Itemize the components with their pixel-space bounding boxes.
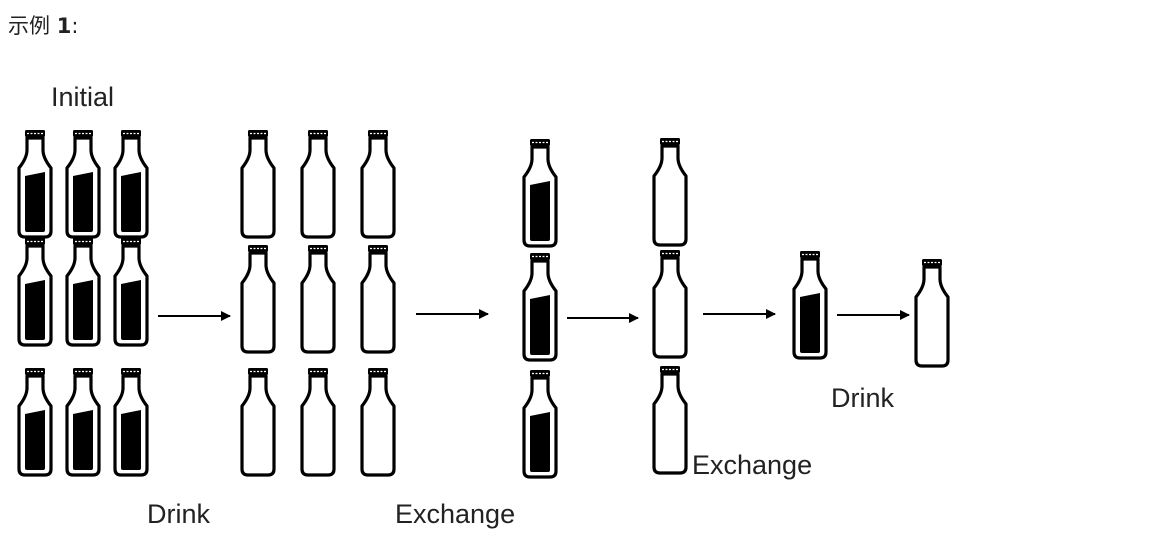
full-milk-bottle-icon: [113, 238, 149, 347]
empty-milk-bottle-icon: [240, 368, 276, 477]
empty-milk-bottle-icon: [300, 130, 336, 239]
example-heading-suffix: :: [71, 14, 79, 38]
empty-milk-bottle-icon: [300, 368, 336, 477]
empty-milk-bottle-icon: [360, 368, 396, 477]
example-heading: 示例 1:: [8, 10, 78, 40]
label-drink-2: Drink: [831, 383, 895, 413]
empty-milk-bottle-icon: [652, 250, 688, 359]
empty-milk-bottle-icon: [240, 130, 276, 239]
full-milk-bottle-icon: [113, 130, 149, 239]
full-milk-bottle-icon: [522, 370, 558, 479]
full-milk-bottle-icon: [522, 253, 558, 362]
full-milk-bottle-icon: [65, 130, 101, 239]
empty-milk-bottle-icon: [914, 259, 950, 368]
empty-milk-bottle-icon: [300, 245, 336, 354]
empty-milk-bottle-icon: [652, 138, 688, 247]
full-milk-bottle-icon: [17, 238, 53, 347]
full-milk-bottle-icon: [65, 368, 101, 477]
empty-milk-bottle-icon: [652, 366, 688, 475]
full-milk-bottle-icon: [113, 368, 149, 477]
full-milk-bottle-icon: [522, 139, 558, 248]
example-heading-number: 1: [56, 14, 72, 38]
full-milk-bottle-icon: [17, 130, 53, 239]
full-milk-bottle-icon: [17, 368, 53, 477]
full-milk-bottle-icon: [65, 238, 101, 347]
example-heading-prefix: 示例: [8, 14, 50, 38]
empty-milk-bottle-icon: [360, 130, 396, 239]
full-milk-bottle-icon: [792, 251, 828, 360]
empty-milk-bottle-icon: [360, 245, 396, 354]
label-exchange-1: Exchange: [395, 499, 516, 529]
empty-milk-bottle-icon: [240, 245, 276, 354]
label-exchange-2: Exchange: [692, 450, 813, 480]
label-drink-1: Drink: [147, 499, 211, 529]
label-initial: Initial: [51, 82, 115, 112]
